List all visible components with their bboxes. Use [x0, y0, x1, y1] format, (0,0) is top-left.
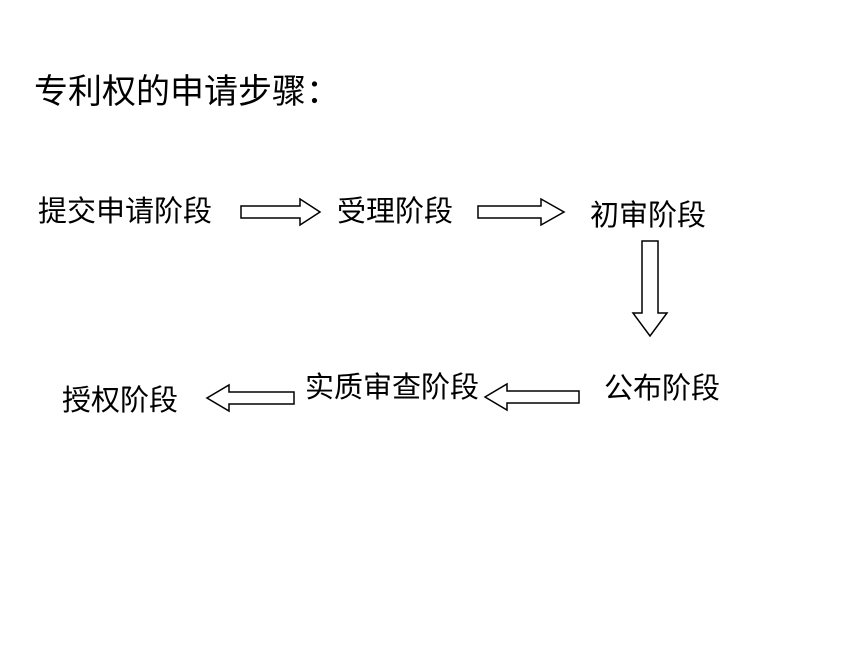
step-substantive-examination: 实质审查阶段: [305, 370, 480, 404]
arrow-right-icon: [477, 197, 566, 227]
page-title: 专利权的申请步骤：: [34, 72, 340, 112]
step-acceptance: 受理阶段: [337, 194, 454, 228]
step-publication: 公布阶段: [604, 371, 721, 405]
step-preliminary-examination: 初审阶段: [590, 198, 707, 232]
arrow-left-icon: [483, 382, 580, 412]
step-submit-application: 提交申请阶段: [38, 194, 213, 228]
arrow-down-icon: [631, 240, 669, 338]
step-grant: 授权阶段: [62, 383, 179, 417]
arrow-left-icon: [205, 383, 295, 413]
arrow-right-icon: [240, 197, 322, 227]
